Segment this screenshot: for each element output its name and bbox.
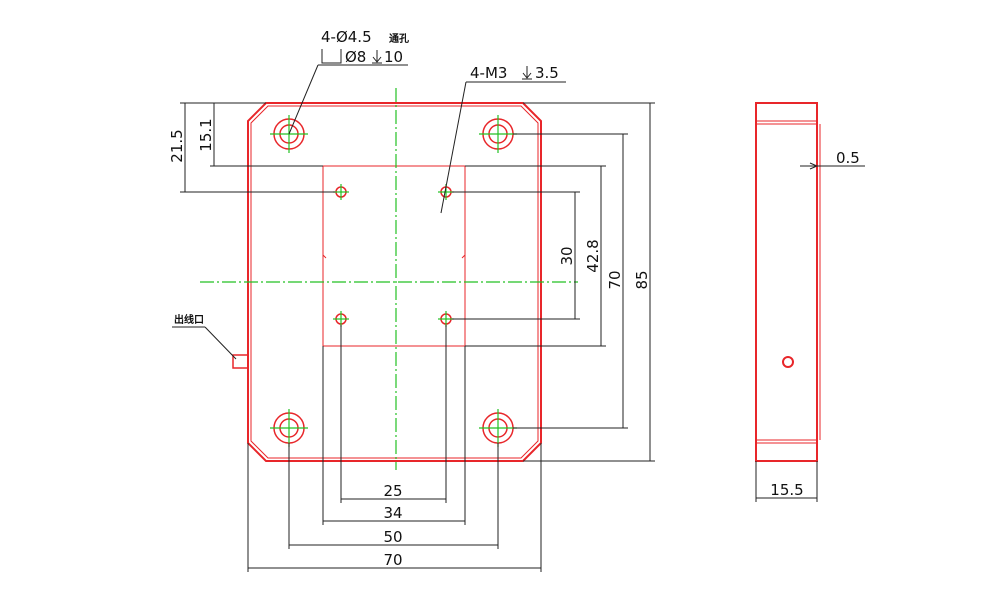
tapped-hole-depth: 3.5 bbox=[535, 64, 559, 82]
corner-hole-top-right bbox=[479, 115, 517, 153]
dim-0-5: 0.5 bbox=[836, 149, 860, 167]
through-hole-note: 通孔 bbox=[389, 32, 409, 45]
cable-outlet bbox=[232, 354, 249, 369]
side-body bbox=[755, 102, 818, 462]
pad-notch-right bbox=[461, 254, 466, 259]
through-hole-label: 4-Ø4.5 bbox=[321, 28, 372, 46]
dim-25: 25 bbox=[383, 482, 402, 500]
top-left-dimensions: 21.5 15.1 bbox=[168, 102, 335, 193]
pad-notch-left bbox=[322, 254, 327, 259]
dim-70-width: 70 bbox=[383, 551, 402, 569]
cable-outlet-callout: 出线口 bbox=[172, 313, 237, 360]
depth-icon bbox=[372, 50, 382, 64]
counterbore-label: Ø8 bbox=[345, 48, 366, 66]
through-hole-callout: 4-Ø4.5 通孔 Ø8 10 bbox=[288, 28, 409, 135]
cable-outlet-leader bbox=[204, 326, 237, 360]
tapped-hole-label: 4-M3 bbox=[470, 64, 507, 82]
plate-inner-outline bbox=[250, 105, 539, 459]
right-dimensions: 30 42.8 70 85 bbox=[452, 102, 655, 462]
tapped-hole-leader bbox=[440, 81, 467, 214]
dim-50: 50 bbox=[383, 528, 402, 546]
front-view bbox=[200, 88, 578, 470]
dim-15-1: 15.1 bbox=[197, 118, 215, 151]
side-view: 0.5 15.5 bbox=[755, 102, 865, 502]
dim-30: 30 bbox=[558, 246, 576, 265]
bottom-dimensions: 25 34 50 70 bbox=[247, 325, 542, 572]
tapped-hole-bottom-left bbox=[333, 311, 349, 327]
counterbore-symbol bbox=[321, 49, 342, 64]
tapped-hole-bottom-right bbox=[438, 311, 454, 327]
tapped-hole-top-left bbox=[333, 184, 349, 200]
corner-hole-bottom-left bbox=[270, 409, 308, 447]
through-hole-leader bbox=[288, 64, 319, 135]
dim-42-8: 42.8 bbox=[584, 239, 602, 272]
dim-15-5: 15.5 bbox=[770, 481, 803, 499]
corner-hole-bottom-right bbox=[479, 409, 517, 447]
dim-70-height: 70 bbox=[606, 270, 624, 289]
cable-outlet-label: 出线口 bbox=[174, 313, 204, 326]
side-hole bbox=[782, 356, 794, 368]
counterbore-depth: 10 bbox=[384, 48, 403, 66]
dim-85: 85 bbox=[633, 270, 651, 289]
tapped-hole-callout: 4-M3 3.5 bbox=[440, 64, 566, 214]
dim-21-5: 21.5 bbox=[168, 129, 186, 162]
tapped-depth-icon bbox=[522, 66, 532, 80]
dim-34: 34 bbox=[383, 504, 402, 522]
center-pad bbox=[322, 165, 466, 347]
